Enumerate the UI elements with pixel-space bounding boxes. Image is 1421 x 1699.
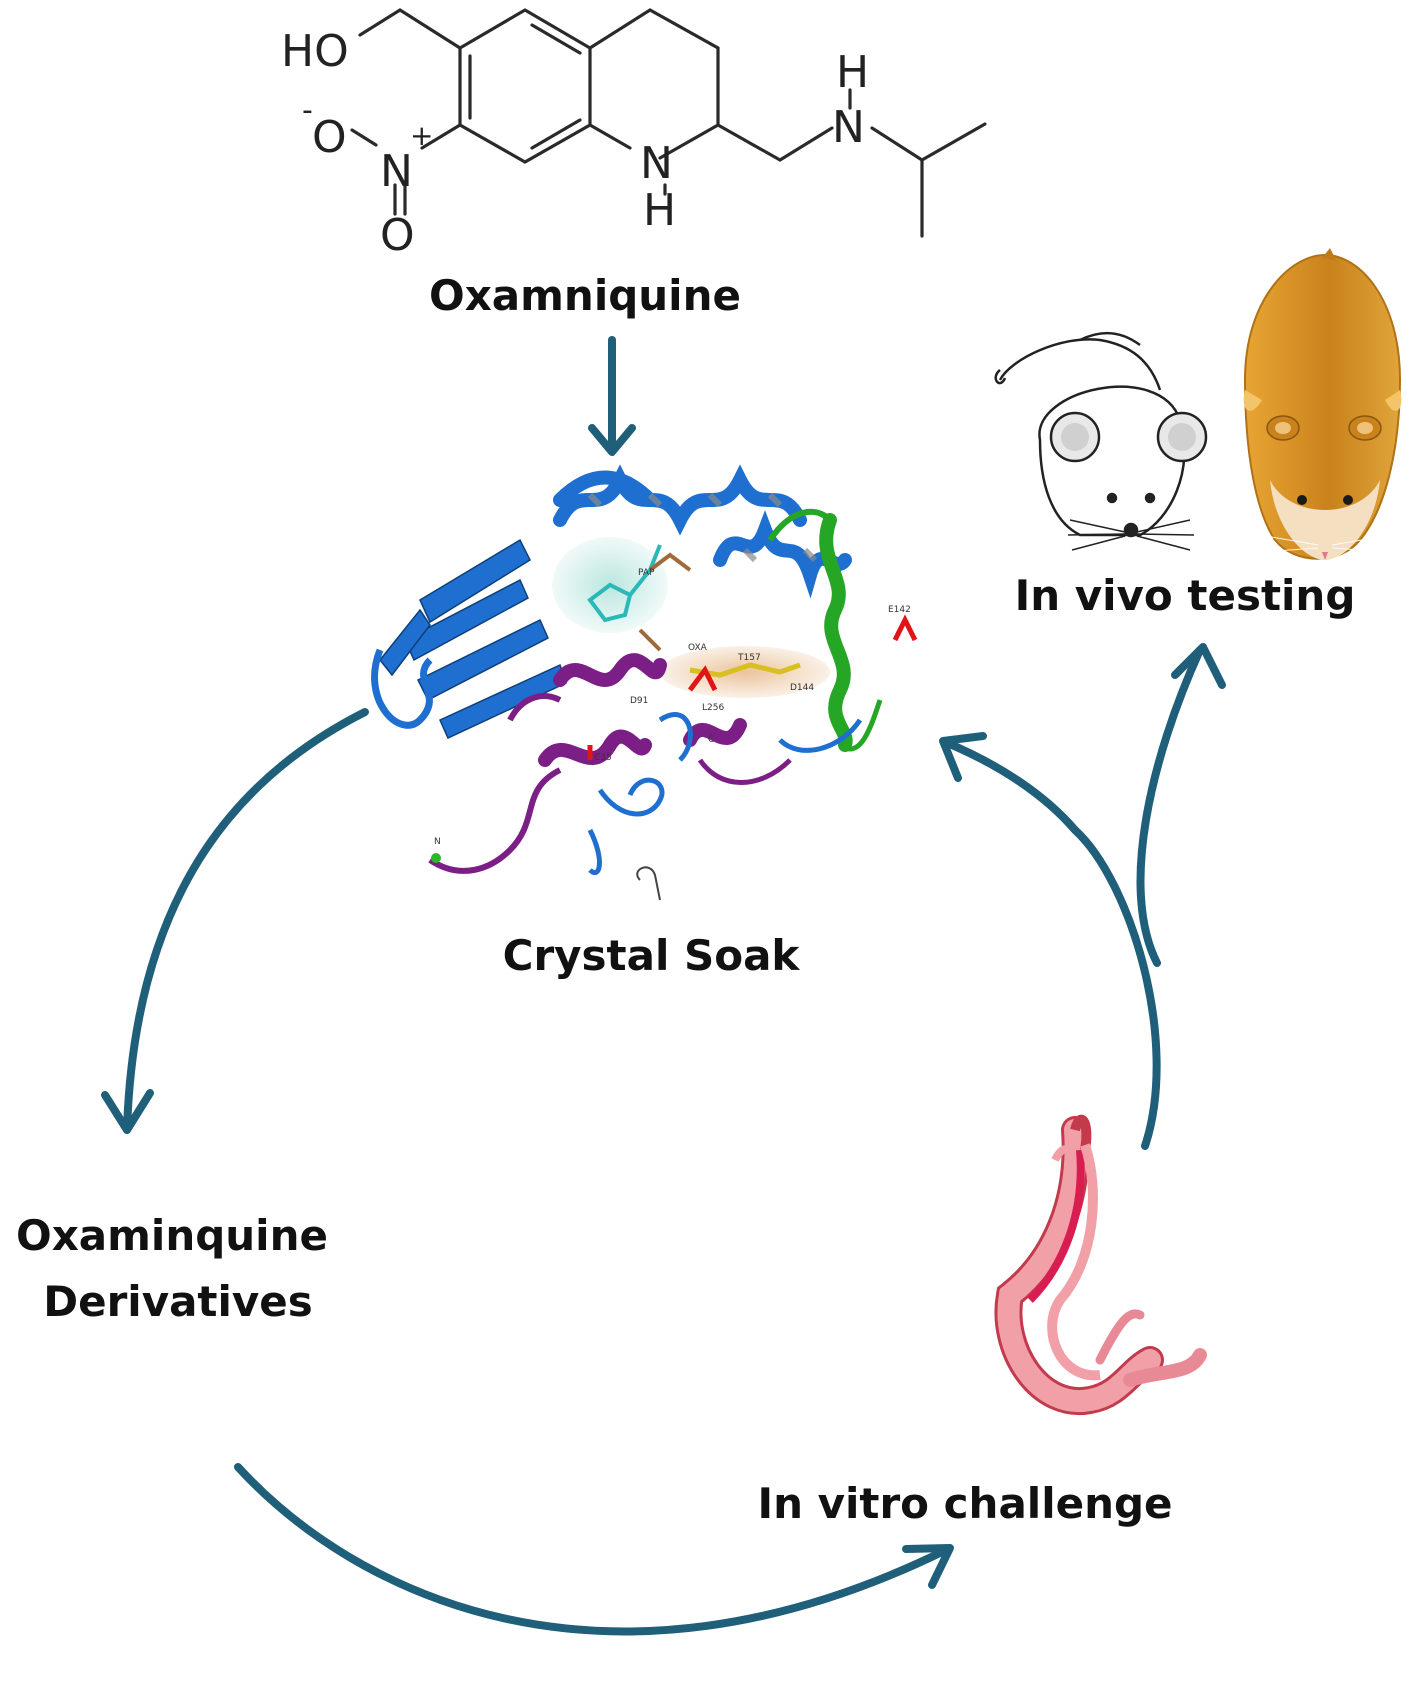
oxamniquine-structure bbox=[350, 8, 987, 238]
hamster-icon bbox=[1243, 248, 1402, 560]
d91-residue-label: D91 bbox=[630, 696, 648, 706]
in-vitro-challenge-label: In vitro challenge bbox=[757, 1479, 1172, 1528]
protein-structure-image: PAP OXA T157 E142 D91 D144 L256 C35 C N bbox=[371, 464, 918, 901]
n-terminus-label: N bbox=[434, 837, 441, 847]
positive-charge-label: + bbox=[410, 119, 433, 152]
nitro-n-atom-label: N bbox=[380, 146, 413, 197]
arrowhead-derivatives bbox=[101, 1089, 154, 1134]
arrowhead-in-vitro bbox=[902, 1544, 954, 1589]
c-terminus-label: C bbox=[708, 735, 714, 745]
down-arrow bbox=[588, 336, 636, 456]
oxa-residue-label: OXA bbox=[688, 643, 708, 653]
nitro-o-atom-label: O bbox=[380, 210, 415, 261]
oxide-o-atom-label: O bbox=[312, 112, 347, 163]
pap-residue-label: PAP bbox=[638, 568, 655, 578]
t157-residue-label: T157 bbox=[737, 653, 761, 663]
c35-residue-label: C35 bbox=[594, 753, 612, 763]
ring-h-atom-label: H bbox=[643, 185, 676, 236]
negative-charge-label: - bbox=[302, 93, 313, 128]
d144-residue-label: D144 bbox=[790, 683, 814, 693]
amine-n-atom-label: N bbox=[832, 102, 865, 153]
cycle-arrows bbox=[101, 643, 1226, 1636]
l256-residue-label: L256 bbox=[702, 703, 724, 713]
e142-residue-label: E142 bbox=[888, 605, 911, 615]
arrowhead-protein bbox=[939, 732, 987, 782]
schistosome-worm-icon bbox=[994, 1114, 1207, 1416]
in-vivo-testing-label: In vivo testing bbox=[1015, 571, 1356, 620]
ring-n-atom-label: N bbox=[640, 138, 673, 189]
arrowhead-in-vivo bbox=[1171, 643, 1226, 689]
crystal-soak-label: Crystal Soak bbox=[503, 931, 801, 980]
mouse-icon bbox=[994, 331, 1208, 551]
derivatives-label-line1: Oxaminquine bbox=[16, 1211, 328, 1260]
oxamniquine-label: Oxamniquine bbox=[429, 271, 741, 320]
derivatives-label-line2: Derivatives bbox=[43, 1277, 313, 1326]
ho-atom-label: HO bbox=[281, 26, 349, 77]
amine-h-atom-label: H bbox=[836, 47, 869, 98]
